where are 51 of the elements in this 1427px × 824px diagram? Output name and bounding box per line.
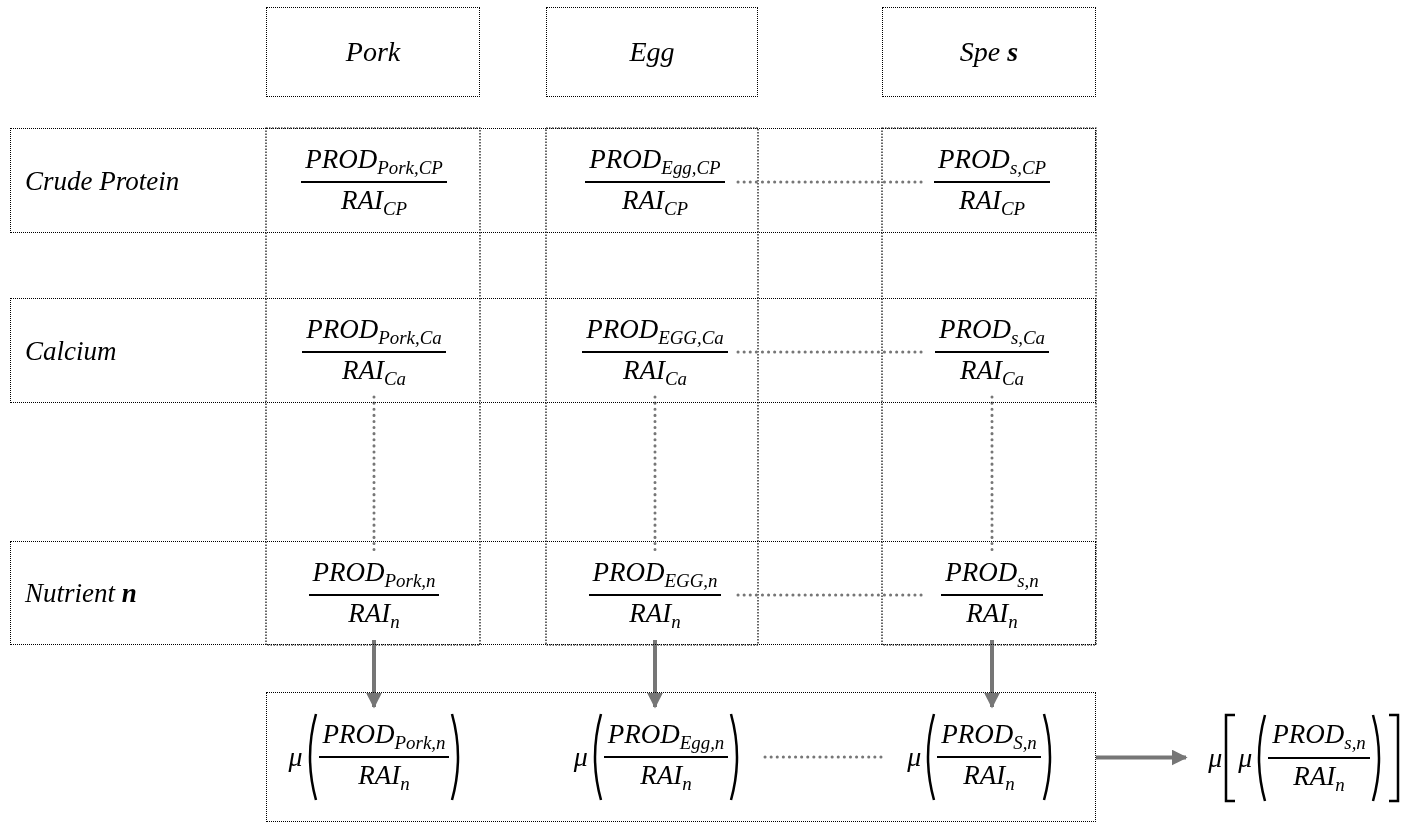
numerator: PROD$_{s,n}$ xyxy=(941,556,1043,596)
numerator: PROD$_{EGG,n}$ xyxy=(588,556,722,596)
mu-symbol: μ xyxy=(1238,741,1253,774)
result-box xyxy=(266,692,1096,822)
row-label: Crude Protein xyxy=(25,165,180,196)
numerator: PROD$_{Pork,Ca}$ xyxy=(302,313,446,353)
numerator: PROD$_{Pork,n}$ xyxy=(318,718,450,758)
column-header: Spe s xyxy=(959,36,1019,68)
arrow xyxy=(1096,749,1188,766)
numerator: PROD$_{Egg,n}$ xyxy=(603,718,729,758)
numerator: PROD$_{s,CP}$ xyxy=(933,143,1051,183)
denominator: RAI$_{n}$ xyxy=(966,597,1018,634)
denominator: RAI$_{Ca}$ xyxy=(341,354,406,391)
mu-symbol: μ xyxy=(1208,741,1223,774)
numerator: PROD$_{s,Ca}$ xyxy=(934,313,1050,353)
numerator: PROD$_{s,n}$ xyxy=(1268,719,1370,759)
arrow xyxy=(366,640,382,709)
denominator: RAI$_{n}$ xyxy=(629,597,681,634)
column-header: Egg xyxy=(629,36,675,68)
column-header-box xyxy=(882,7,1096,97)
dotted-line xyxy=(990,395,994,552)
denominator: RAI$_{n}$ xyxy=(1293,759,1345,796)
column-header-box xyxy=(546,7,758,97)
denominator: RAI$_{n}$ xyxy=(358,759,410,796)
denominator: RAI$_{n}$ xyxy=(348,597,400,634)
dotted-line xyxy=(372,395,376,552)
row-band xyxy=(10,541,1096,645)
numerator: PROD$_{Egg,CP}$ xyxy=(585,143,725,183)
mu-symbol: μ xyxy=(907,741,922,773)
numerator: PROD$_{S,n}$ xyxy=(937,718,1041,758)
row-band xyxy=(10,128,1096,233)
numerator: PROD$_{Pork,n}$ xyxy=(308,556,440,596)
arrow xyxy=(647,640,663,709)
denominator: RAI$_{CP}$ xyxy=(958,184,1026,221)
row-label: Calcium xyxy=(25,335,117,366)
mu-symbol: μ xyxy=(288,741,303,773)
row-band xyxy=(10,298,1096,403)
numerator: PROD$_{EGG,Ca}$ xyxy=(582,313,728,353)
denominator: RAI$_{Ca}$ xyxy=(959,354,1024,391)
denominator: RAI$_{Ca}$ xyxy=(622,354,687,391)
denominator: RAI$_{CP}$ xyxy=(340,184,408,221)
denominator: RAI$_{n}$ xyxy=(963,759,1015,796)
dotted-line xyxy=(653,395,657,552)
numerator: PROD$_{Pork,CP}$ xyxy=(301,143,447,183)
denominator: RAI$_{n}$ xyxy=(640,759,692,796)
arrow xyxy=(984,640,1000,709)
denominator: RAI$_{CP}$ xyxy=(621,184,689,221)
column-header-box xyxy=(266,7,480,97)
column-header: Pork xyxy=(345,36,401,68)
row-label: Nutrient n xyxy=(25,577,137,609)
mu-symbol: μ xyxy=(573,741,588,773)
